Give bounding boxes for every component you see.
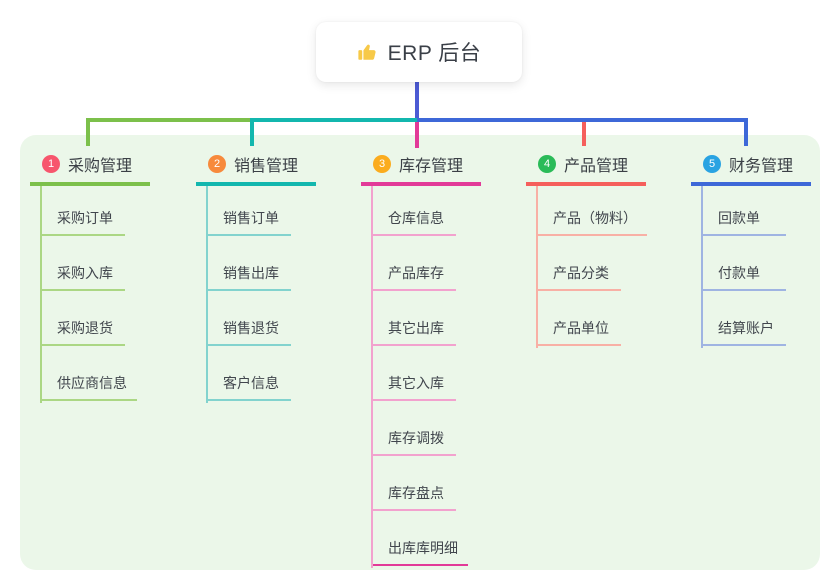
thumbs-up-icon [357,41,379,63]
branch-1: 1 采购管理采购订单采购入库采购退货供应商信息 [30,148,170,403]
branch-header[interactable]: 3 库存管理 [361,148,481,186]
bus-line-blue [417,118,748,122]
branch-number-badge: 5 [703,155,721,173]
child-node[interactable]: 其它入库 [371,373,456,401]
child-node[interactable]: 出库库明细 [371,538,468,566]
branch-drop-line [250,118,254,146]
branch-5: 5 财务管理回款单付款单结算账户 [691,148,831,348]
child-node[interactable]: 产品单位 [536,318,621,346]
branch-children: 产品（物料） 产品分类产品单位 [526,186,666,348]
mindmap-panel [20,135,820,570]
branch-children: 回款单付款单结算账户 [691,186,831,348]
child-node[interactable]: 回款单 [701,208,786,236]
branch-children: 仓库信息产品库存其它出库其它入库库存调拨库存盘点出库库明细 [361,186,501,568]
branch-number-badge: 4 [538,155,556,173]
bus-line-green [86,118,254,122]
branch-2: 2 销售管理销售订单销售出库销售退货客户信息 [196,148,336,403]
child-node[interactable]: 销售退货 [206,318,291,346]
branch-title: 财务管理 [729,158,794,175]
branch-drop-line [86,118,90,146]
branch-number-badge: 2 [208,155,226,173]
child-node[interactable]: 仓库信息 [371,208,456,236]
child-node[interactable]: 产品库存 [371,263,456,291]
branch-title: 产品管理 [564,158,629,175]
child-node[interactable]: 客户信息 [206,373,291,401]
branch-trunk-line [371,186,373,568]
branch-trunk-line [701,186,703,348]
child-node[interactable]: 采购退货 [40,318,125,346]
branch-trunk-line [536,186,538,348]
child-node[interactable]: 产品分类 [536,263,621,291]
branch-drop-line [415,122,419,148]
branch-trunk-line [40,186,42,403]
branch-number-badge: 3 [373,155,391,173]
branch-4: 4 产品管理产品（物料） 产品分类产品单位 [526,148,666,348]
child-node[interactable]: 产品（物料） [536,208,647,236]
branch-3: 3 库存管理仓库信息产品库存其它出库其它入库库存调拨库存盘点出库库明细 [361,148,501,568]
branch-children: 销售订单销售出库销售退货客户信息 [196,186,336,403]
root-label: ERP 后台 [387,42,482,65]
branch-header[interactable]: 4 产品管理 [526,148,646,186]
branch-drop-line [582,122,586,146]
child-node[interactable]: 采购入库 [40,263,125,291]
root-node[interactable]: ERP 后台 [316,22,522,82]
child-node[interactable]: 库存盘点 [371,483,456,511]
branch-drop-line [744,118,748,146]
branch-trunk-line [206,186,208,403]
branch-title: 库存管理 [399,158,464,175]
child-node[interactable]: 付款单 [701,263,786,291]
child-node[interactable]: 结算账户 [701,318,786,346]
branch-header[interactable]: 2 销售管理 [196,148,316,186]
root-connector-line [415,82,419,122]
bus-line-teal [250,118,419,122]
branch-title: 销售管理 [234,158,299,175]
child-node[interactable]: 供应商信息 [40,373,137,401]
child-node[interactable]: 销售订单 [206,208,291,236]
child-node[interactable]: 采购订单 [40,208,125,236]
branch-children: 采购订单采购入库采购退货供应商信息 [30,186,170,403]
branch-header[interactable]: 5 财务管理 [691,148,811,186]
child-node[interactable]: 库存调拨 [371,428,456,456]
branch-number-badge: 1 [42,155,60,173]
branch-title: 采购管理 [68,158,133,175]
child-node[interactable]: 销售出库 [206,263,291,291]
child-node[interactable]: 其它出库 [371,318,456,346]
branch-header[interactable]: 1 采购管理 [30,148,150,186]
